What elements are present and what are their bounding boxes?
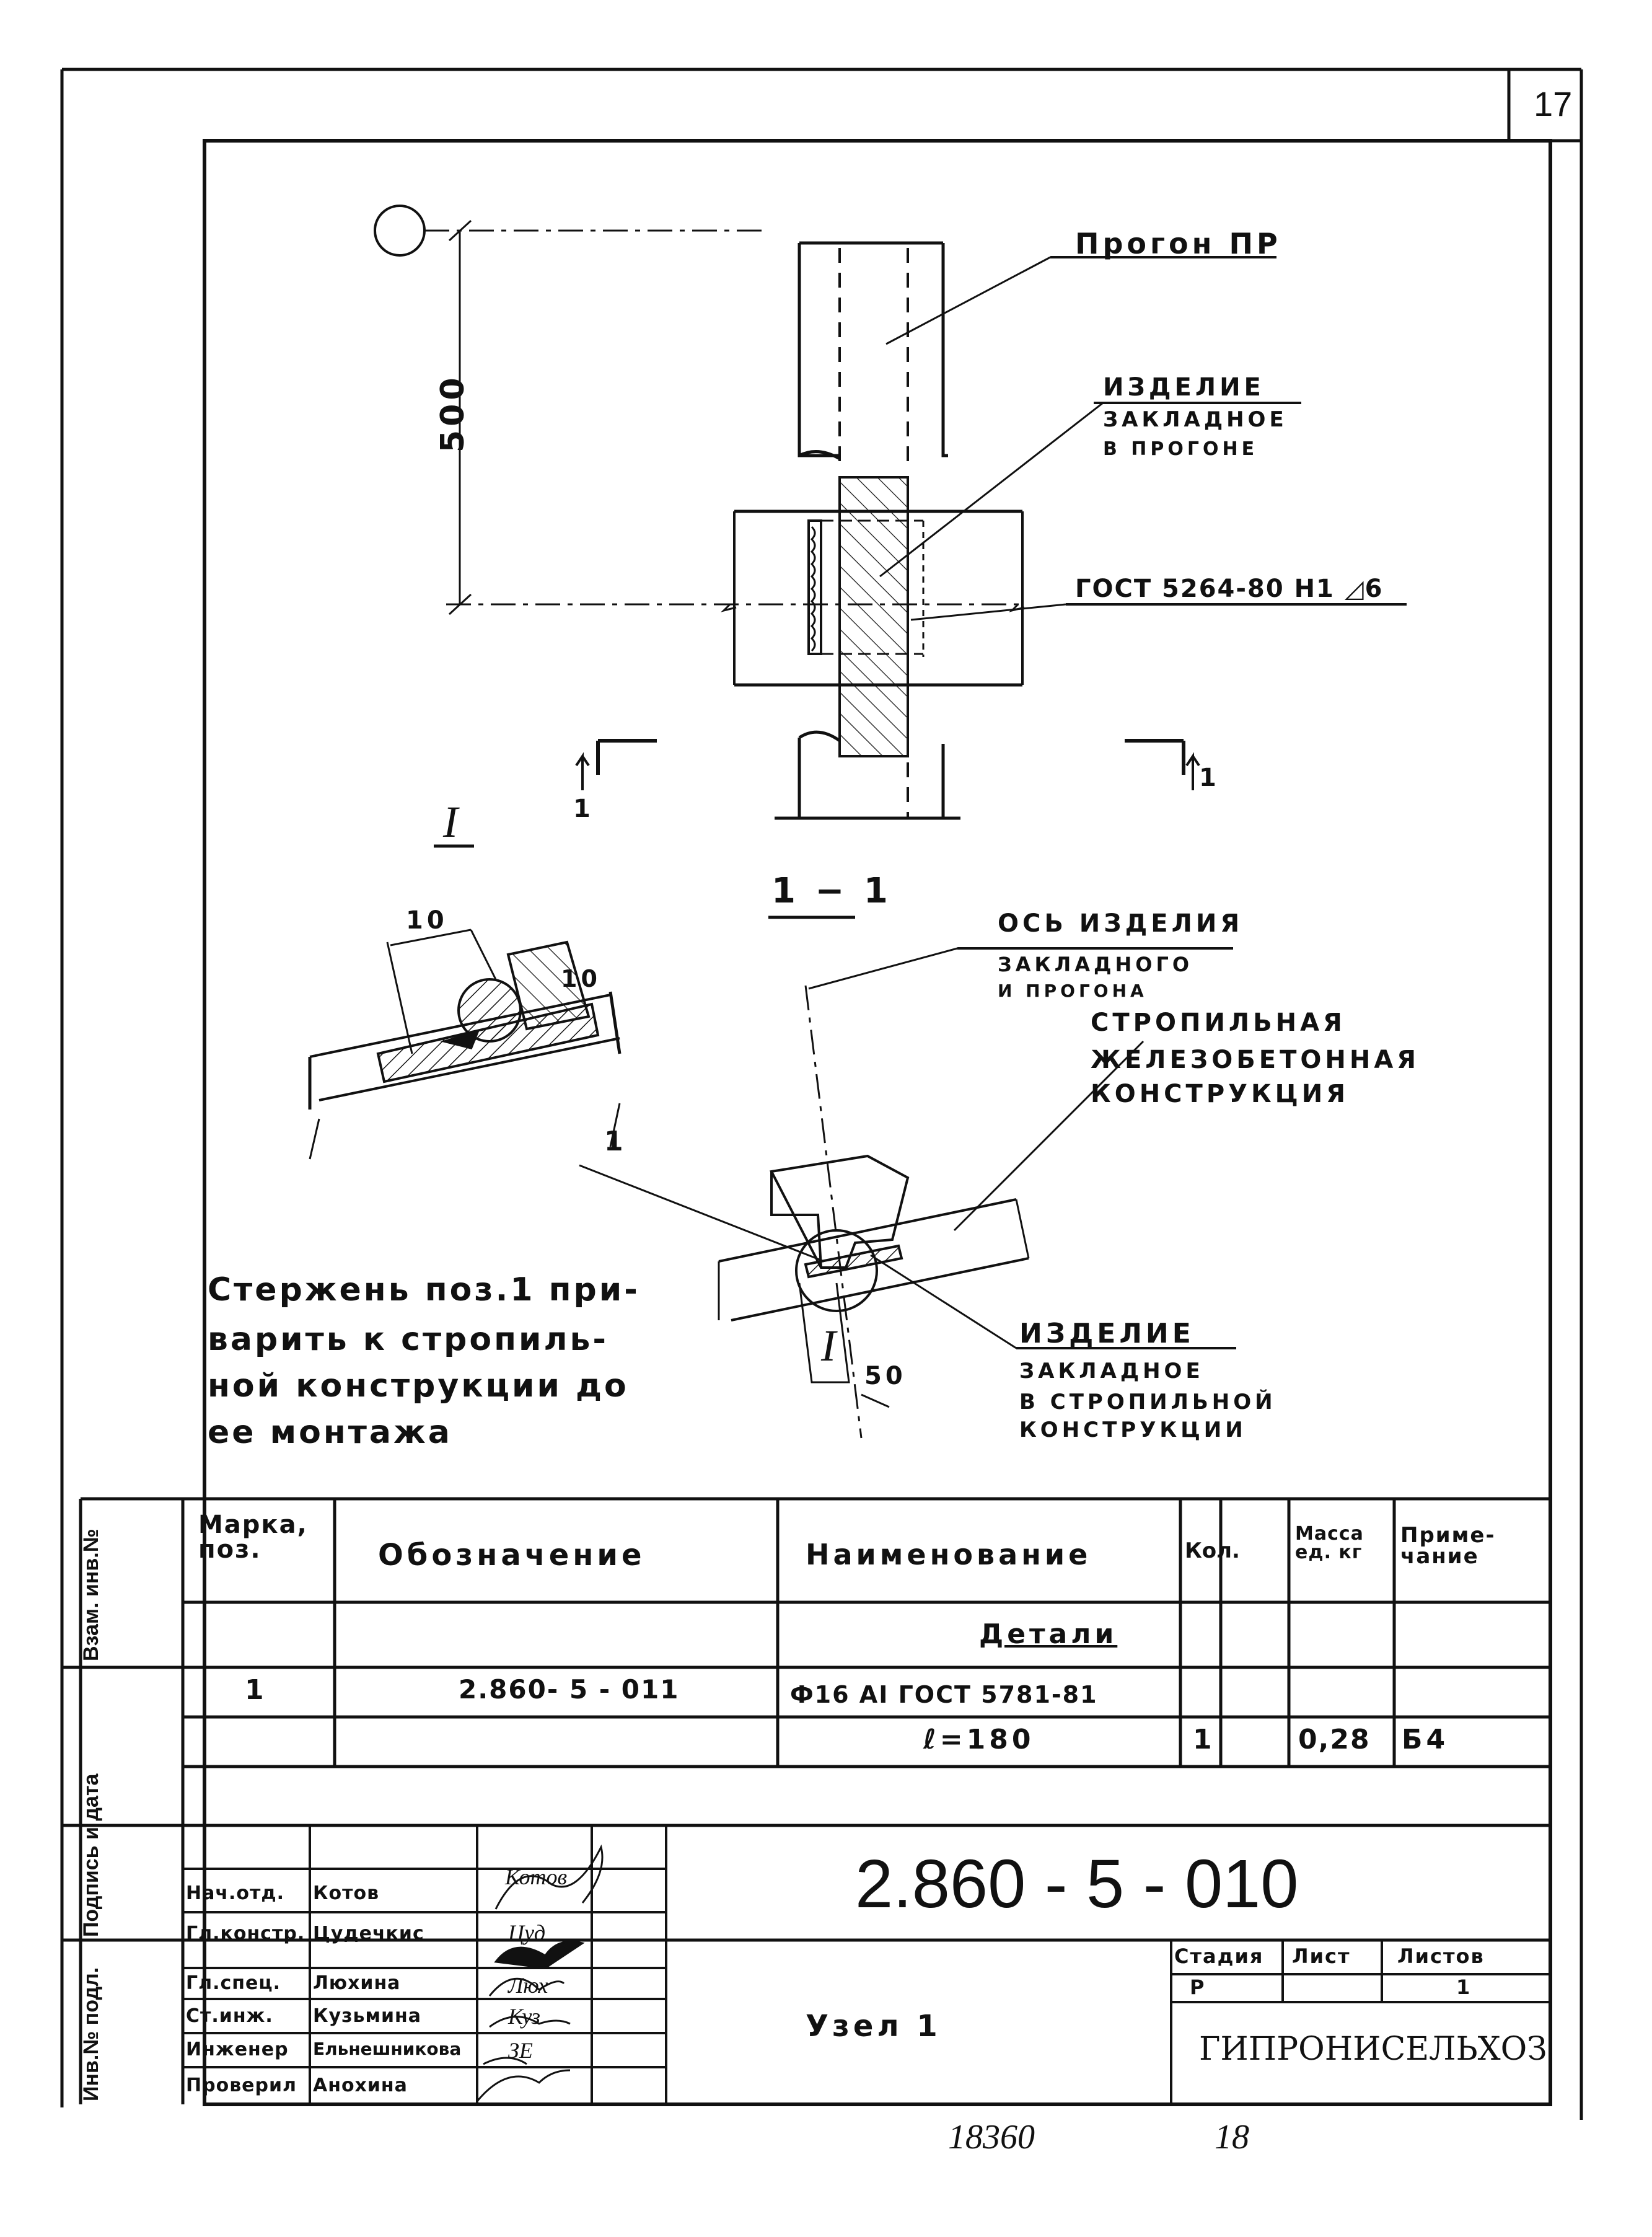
- axis-label-2: ЗАКЛАДНОГО: [998, 953, 1193, 976]
- rafter-label-1: СТРОПИЛЬНАЯ: [1091, 1008, 1346, 1037]
- spec-row1-name: Ф16 АI ГОСТ 5781-81: [790, 1681, 1098, 1708]
- label-izdelie-2: ЗАКЛАДНОЕ: [1103, 407, 1288, 432]
- axis-label-3: И ПРОГОНА: [998, 981, 1148, 1001]
- dim-10-right: 10: [561, 965, 601, 992]
- name-1: Цудечкис: [313, 1923, 424, 1944]
- organization-name: ГИПРОНИСЕЛЬХОЗ: [1199, 2031, 1547, 2068]
- axis-circle: [374, 205, 426, 257]
- role-4: Инженер: [186, 2039, 289, 2060]
- role-3: Ст.инж.: [186, 2005, 273, 2027]
- pos-1-label: 1: [604, 1126, 627, 1157]
- label-izdelie-3: В ПРОГОНЕ: [1103, 438, 1259, 460]
- spec-row2-note: Б4: [1402, 1724, 1449, 1755]
- izdelie2-label-1: ИЗДЕЛИЕ: [1019, 1318, 1195, 1349]
- side-podpis-data: Подпись и дата: [79, 1773, 103, 1937]
- axis-label-1: ОСЬ ИЗДЕЛИЯ: [998, 909, 1244, 938]
- side-inv-podl: Инв.№ подл.: [79, 1967, 103, 2101]
- rafter-label-3: КОНСТРУКЦИЯ: [1091, 1080, 1350, 1108]
- stage-value: Р: [1190, 1975, 1208, 1999]
- stage-header: Стадия: [1174, 1944, 1264, 1968]
- note-line-2: варить к стропиль-: [208, 1321, 609, 1358]
- spec-header-name: Наименование: [806, 1538, 1092, 1571]
- note-line-1: Стержень поз.1 при-: [208, 1271, 640, 1308]
- sheet-header: Лист: [1292, 1944, 1351, 1968]
- spec-header-mark: Марка, поз.: [198, 1511, 308, 1564]
- footer-number-left: 18360: [948, 2118, 1035, 2156]
- section-mark-left: 1: [573, 795, 594, 823]
- note-line-4: ее монтажа: [208, 1414, 452, 1451]
- spec-row2-mass: 0,28: [1298, 1724, 1371, 1755]
- label-gost: ГОСТ 5264-80 Н1 ◿6: [1075, 575, 1384, 603]
- spec-header-qty: Кол.: [1185, 1538, 1240, 1563]
- name-0: Котов: [313, 1882, 380, 1904]
- izdelie2-label-2: ЗАКЛАДНОЕ: [1019, 1359, 1204, 1383]
- spec-row1-designation: 2.860- 5 - 011: [459, 1674, 680, 1705]
- signature-0: Котов: [505, 1864, 568, 1889]
- role-1: Гл.констр.: [186, 1923, 305, 1944]
- izdelie2-label-3: В СТРОПИЛЬНОЙ: [1019, 1390, 1276, 1414]
- label-izdelie-1: ИЗДЕЛИЕ: [1103, 373, 1265, 402]
- view-I-label-top: I: [443, 797, 458, 847]
- role-0: Нач.отд.: [186, 1882, 284, 1904]
- view-I-label-bottom: I: [821, 1321, 836, 1370]
- dim-500: 500: [434, 374, 472, 452]
- note-line-3: ной конструкции до: [208, 1367, 629, 1405]
- role-2: Гл.спец.: [186, 1972, 281, 1994]
- rafter-label-2: ЖЕЛЕЗОБЕТОННАЯ: [1091, 1046, 1420, 1074]
- spec-row2-name: ℓ=180: [923, 1724, 1035, 1755]
- signature-1: Цуд: [508, 1920, 546, 1945]
- label-progon: Прогон ПР: [1075, 227, 1281, 260]
- sheets-header: Листов: [1397, 1944, 1485, 1968]
- spec-header-mass: Масса ед. кг: [1295, 1523, 1364, 1563]
- section-mark-right: 1: [1199, 764, 1220, 792]
- signature-2: Люх: [508, 1973, 548, 1998]
- sheets-value: 1: [1456, 1975, 1474, 1999]
- name-4: Ельнешникова: [313, 2039, 462, 2059]
- page-number: 17: [1534, 84, 1573, 123]
- name-5: Анохина: [313, 2075, 408, 2096]
- izdelie2-label-4: КОНСТРУКЦИИ: [1019, 1418, 1247, 1442]
- signature-4: ЗЕ: [508, 2038, 533, 2063]
- role-5: Проверил: [186, 2075, 297, 2096]
- footer-number-right: 18: [1215, 2118, 1249, 2156]
- spec-row1-mark: 1: [245, 1674, 268, 1706]
- section-title: 1 − 1: [771, 871, 892, 911]
- spec-section-title: Детали: [979, 1618, 1118, 1650]
- document-title: Узел 1: [806, 2009, 941, 2044]
- spec-header-note: Приме- чание: [1400, 1523, 1496, 1569]
- spec-header-designation: Обозначение: [378, 1538, 646, 1573]
- side-vzam-inv: Взам. инв.№: [79, 1529, 103, 1661]
- document-code: 2.860 - 5 - 010: [855, 1846, 1299, 1922]
- spec-row2-qty: 1: [1193, 1724, 1216, 1755]
- inner-frame: [203, 139, 1552, 2106]
- name-3: Кузьмина: [313, 2005, 421, 2027]
- signature-3: Куз: [508, 2004, 540, 2029]
- dim-10-left: 10: [406, 906, 448, 935]
- dim-50: 50: [864, 1362, 907, 1390]
- name-2: Люхина: [313, 1972, 401, 1994]
